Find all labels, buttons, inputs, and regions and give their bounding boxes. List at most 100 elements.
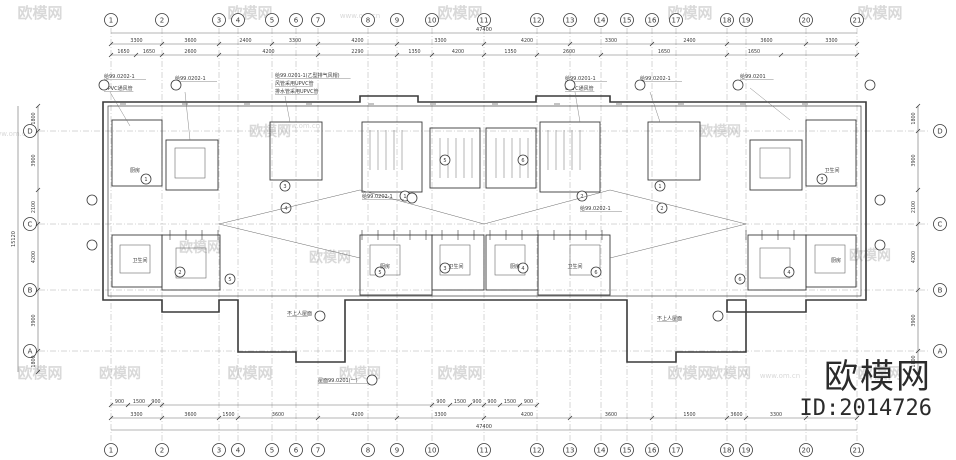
axis-bubble-top xyxy=(739,13,753,27)
dim-top-outer-tick xyxy=(724,41,730,47)
axis-label-top: 4 xyxy=(236,17,241,25)
slope-line xyxy=(609,189,747,225)
drain-marker xyxy=(439,154,451,166)
axis-bubble-bottom xyxy=(799,443,813,457)
axis-label-bottom: 5 xyxy=(270,447,274,455)
axis-bubble-bottom xyxy=(669,443,683,457)
dim-bottom-outer-tick xyxy=(315,415,321,421)
detail-ref-bubble xyxy=(98,79,110,91)
axis-label-left: A xyxy=(28,348,33,356)
detail-ref-bubble xyxy=(86,194,98,206)
fixture xyxy=(759,147,791,179)
leader-line xyxy=(109,91,131,127)
watermark-site: www.om.cn xyxy=(760,372,800,380)
wet-room xyxy=(165,139,219,191)
drain-label: 4 xyxy=(787,270,790,276)
dim-bottom-outer-tick xyxy=(743,415,749,421)
watermark-text: 欧模网 xyxy=(437,364,482,382)
dim-top-outer-label: 2400 xyxy=(239,38,251,44)
leader-line xyxy=(284,95,291,123)
dim-left-tick xyxy=(35,287,41,293)
annotation-14: 给99.0202-1 xyxy=(362,193,393,200)
dim-left-label: 1800 xyxy=(31,112,37,124)
axis-bubble-bottom xyxy=(361,443,375,457)
dim-left-tick xyxy=(35,348,41,354)
dim-top-outer-label: 3300 xyxy=(130,38,142,44)
dim-top-outer-tick xyxy=(108,41,114,47)
dim-top-outer-tick xyxy=(803,41,809,47)
drain-marker xyxy=(816,173,828,185)
slope-line xyxy=(483,189,611,225)
wet-room xyxy=(647,121,701,181)
axis-bubble-top xyxy=(289,13,303,27)
axis-bubble-bottom xyxy=(390,443,404,457)
dim-bottom-outer-label: 4200 xyxy=(351,412,363,418)
annotation-12: 不上人屋面 xyxy=(657,315,682,322)
dim-top-inner-label: 1650 xyxy=(658,49,670,55)
dim-bottom-outer-tick xyxy=(159,415,165,421)
axis-bubble-bottom xyxy=(104,443,118,457)
wet-room xyxy=(485,127,537,189)
leader-line xyxy=(574,91,581,123)
axis-label-top: 9 xyxy=(395,17,399,25)
dim-top-inner-label: 2290 xyxy=(351,49,363,55)
dim-top-outer-label: 3600 xyxy=(760,38,772,44)
slope-line xyxy=(218,189,361,225)
wet-room xyxy=(111,119,163,187)
fixture xyxy=(759,247,791,279)
annotation-3: 给99.0202-1 xyxy=(175,75,206,82)
fixture xyxy=(569,244,601,276)
axis-bubble-left xyxy=(23,124,37,138)
dim-left-label: 3900 xyxy=(31,154,37,166)
drain-label: 6 xyxy=(521,158,524,164)
dim-bottom-inner-label: 1500 xyxy=(504,399,516,405)
dim-bottom-outer-label: 1500 xyxy=(222,412,234,418)
detail-ref-bubble xyxy=(366,374,378,386)
dim-bottom-inner-label: 900 xyxy=(472,399,481,405)
dim-bottom-outer-tick xyxy=(854,415,860,421)
dim-right-label: 1800 xyxy=(911,355,917,367)
drain-marker xyxy=(654,180,666,192)
annotation-7: 给99.0201-1 xyxy=(565,75,596,82)
dim-top-outer-tick xyxy=(567,41,573,47)
wet-room xyxy=(269,121,323,181)
axis-label-top: 16 xyxy=(648,17,657,25)
drain-label: 4 xyxy=(284,206,287,212)
drain-label: 5 xyxy=(228,277,231,283)
dim-bottom-inner-label: 900 xyxy=(487,399,496,405)
drain-label: 1 xyxy=(144,177,147,183)
dim-top-inner-label: 1650 xyxy=(748,49,760,55)
dim-bottom-outer-label: 3300 xyxy=(434,412,446,418)
dim-bottom-inner-label: 900 xyxy=(524,399,533,405)
axis-label-bottom: 12 xyxy=(533,447,542,455)
dim-top-outer-label: 3600 xyxy=(184,38,196,44)
dim-right-tick xyxy=(915,103,921,109)
axis-bubble-left xyxy=(23,217,37,231)
axis-label-bottom: 4 xyxy=(236,447,241,455)
drain-label: 1 xyxy=(403,194,406,200)
leader-line xyxy=(749,87,791,121)
watermark-text: 欧模网 xyxy=(667,364,712,382)
axis-bubble-top xyxy=(425,13,439,27)
slope-line xyxy=(609,223,747,259)
axis-bubble-top xyxy=(530,13,544,27)
axis-bubble-bottom xyxy=(563,443,577,457)
dim-right-tick xyxy=(915,287,921,293)
room-label: 卫生间 xyxy=(824,167,839,174)
dim-right-tick xyxy=(915,369,921,375)
dim-left-label: 1800 xyxy=(31,355,37,367)
dim-top-inner-tick xyxy=(216,52,222,58)
dim-right-tick xyxy=(915,128,921,134)
axis-label-top: 20 xyxy=(802,17,811,25)
dim-bottom-outer-label: 3600 xyxy=(730,412,742,418)
annotation-4: 给99.0201-1(乙型排气风帽) xyxy=(275,72,340,79)
dim-right-tick xyxy=(915,348,921,354)
drain-marker xyxy=(224,273,236,285)
axis-bubble-bottom xyxy=(425,443,439,457)
watermark-site: www.om.cn xyxy=(280,122,320,130)
axis-bubble-bottom xyxy=(620,443,634,457)
axis-bubble-top xyxy=(720,13,734,27)
axis-label-top: 19 xyxy=(742,17,751,25)
dim-total-top: 47400 xyxy=(476,27,492,33)
